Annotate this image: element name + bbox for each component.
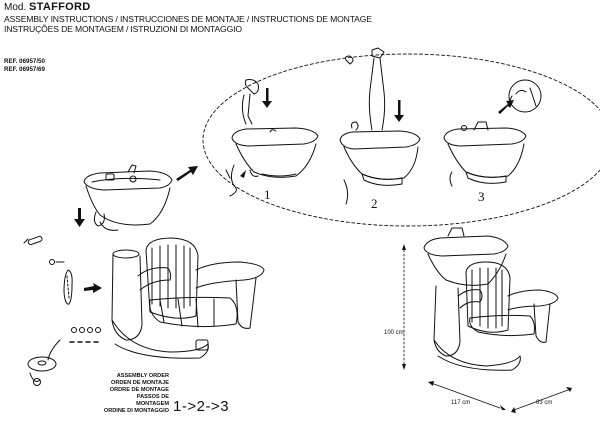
depth-dimension: 63 cm — [536, 400, 552, 406]
chair-illustration — [111, 237, 265, 359]
reference-list: REF. 06957/50 REF. 06957/69 — [4, 58, 45, 74]
reference-code: REF. 06957/69 — [4, 66, 45, 73]
arrow-to-chair — [84, 283, 102, 293]
document-header: Mod. STAFFORD ASSEMBLY INSTRUCTIONS / IN… — [4, 2, 372, 35]
step-number: 1 — [264, 187, 271, 202]
dimension-lines — [402, 244, 572, 413]
assembly-sequence: 1->2->3 — [173, 398, 230, 415]
hardware-parts — [23, 235, 101, 386]
step-number: 3 — [478, 189, 485, 204]
model-title: Mod. STAFFORD — [4, 2, 372, 14]
assembly-order-label: ORDEN DE MONTAJE — [110, 380, 169, 386]
step-1-arrows — [240, 88, 272, 178]
assembly-order-label: ASSEMBLY ORDER — [116, 373, 169, 379]
step-2-arrows — [394, 100, 404, 122]
title-line-1: ASSEMBLY INSTRUCTIONS / INSTRUCCIONES DE… — [4, 13, 372, 24]
assembly-order-label: PASSOS DE MONTAGEM — [136, 394, 169, 407]
step-2-illustration: 2 — [339, 47, 421, 211]
title-line-2: INSTRUÇÕES DE MONTAGEM / ISTRUZIONI DI M… — [4, 24, 242, 34]
step-1-illustration: 1 — [225, 79, 319, 202]
detail-callout-oval — [202, 53, 600, 227]
step-number: 2 — [371, 196, 378, 211]
assembled-unit-illustration — [423, 227, 559, 371]
width-dimension: 117 cm — [451, 400, 470, 406]
height-dimension: 100 cm — [384, 330, 404, 336]
model-prefix: Mod. — [4, 2, 27, 13]
assembly-order-labels: ASSEMBLY ORDER ORDEN DE MONTAJE ORDRE DE… — [103, 373, 169, 415]
step-3-arrows — [498, 100, 514, 114]
reference-code: REF. 06957/50 — [4, 58, 45, 65]
basin-illustration — [83, 164, 173, 231]
step-3-illustration: 3 — [443, 79, 542, 204]
arrow-down-icon — [74, 208, 85, 227]
arrow-to-detail — [176, 166, 198, 181]
assembly-order-label: ORDRE DE MONTAGE — [109, 387, 169, 393]
model-name: STAFFORD — [29, 1, 91, 13]
assembly-order-label: ORDINE DI MONTAGGIO — [103, 408, 169, 414]
